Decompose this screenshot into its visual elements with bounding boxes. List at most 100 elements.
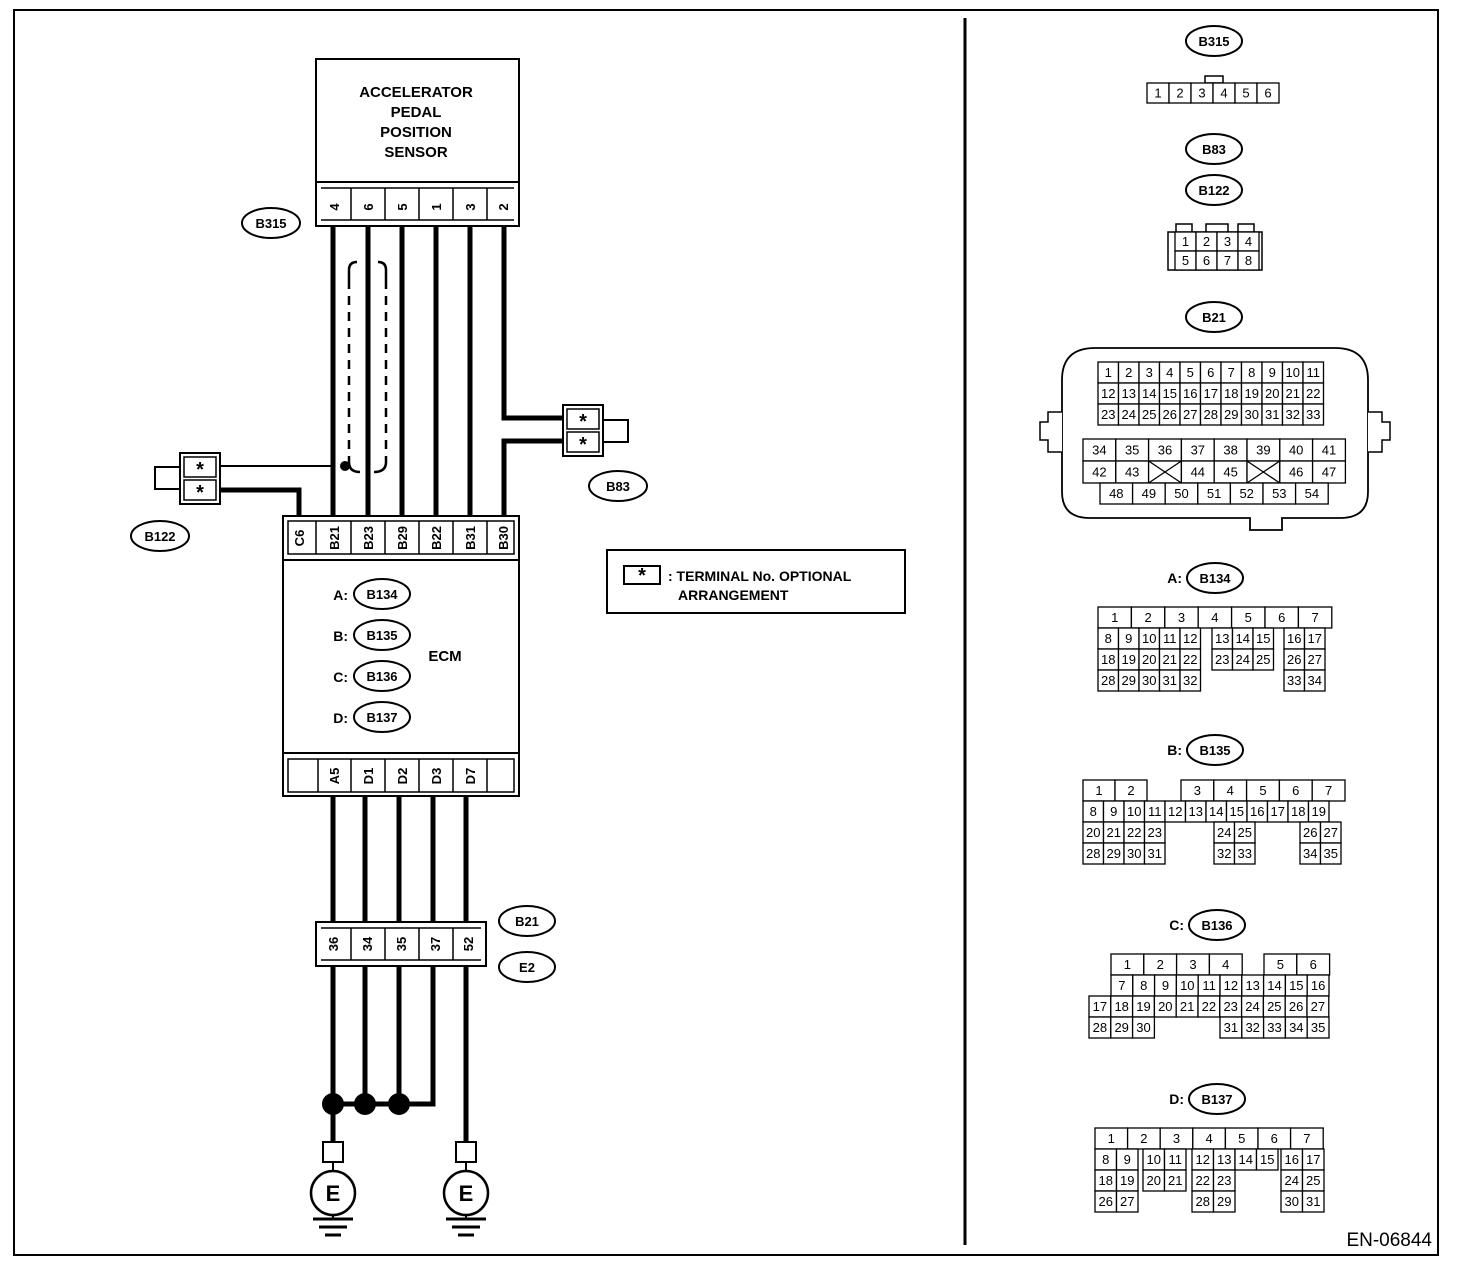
ecm-pin-b21: B21: [327, 526, 342, 550]
pin-26: 26: [1287, 652, 1301, 667]
pin-37: 37: [1191, 443, 1205, 458]
pin-16: 16: [1183, 386, 1197, 401]
pin-21: 21: [1286, 386, 1300, 401]
pin-cell: [1302, 403, 1325, 426]
pin-6: 6: [1310, 957, 1317, 972]
pin-24: 24: [1122, 407, 1136, 422]
pin-44: 44: [1191, 465, 1205, 480]
pin-32: 32: [1245, 1020, 1259, 1035]
view-b83-label: B83: [1202, 142, 1226, 157]
ground-symbol-right-label: E: [459, 1181, 474, 1206]
pin-3: 3: [1194, 783, 1201, 798]
pin-30: 30: [1245, 407, 1259, 422]
view-b136-prefix: C:: [1169, 917, 1184, 933]
pin-28: 28: [1093, 1020, 1107, 1035]
pin-25: 25: [1142, 407, 1156, 422]
pin-29: 29: [1224, 407, 1238, 422]
pin-54: 54: [1305, 486, 1319, 501]
pin-11: 11: [1169, 1152, 1183, 1167]
pin-cell: [1179, 669, 1202, 692]
pin-cell: [1163, 1169, 1187, 1192]
pin-22: 22: [1196, 1173, 1210, 1188]
svg-text:B122: B122: [144, 529, 175, 544]
pin-27: 27: [1324, 825, 1338, 840]
pin-7: 7: [1118, 978, 1125, 993]
sensor-pin-2: 2: [496, 203, 511, 210]
ecm-pin-c6: C6: [292, 530, 307, 547]
pin-47: 47: [1322, 465, 1336, 480]
view-b21-label: B21: [1202, 310, 1226, 325]
sensor-pin-5: 5: [395, 203, 410, 210]
pin-20: 20: [1142, 652, 1156, 667]
pin-29: 29: [1217, 1194, 1231, 1209]
pin-34: 34: [1289, 1020, 1303, 1035]
pin-14: 14: [1239, 1152, 1253, 1167]
pin-38: 38: [1223, 443, 1237, 458]
pin-22: 22: [1183, 652, 1197, 667]
ground-connector-b21-e2: 36 34 35 37 52: [315, 921, 487, 967]
pin-24: 24: [1217, 825, 1231, 840]
ecm-connector-a-id: B134: [366, 587, 398, 602]
pin-5: 5: [1245, 610, 1252, 625]
pin-4: 4: [1166, 365, 1173, 380]
blank-pin-cross: [1148, 460, 1182, 484]
pin-10: 10: [1286, 365, 1300, 380]
pin-4: 4: [1227, 783, 1234, 798]
pin-20: 20: [1086, 825, 1100, 840]
accelerator-pedal-position-sensor: ACCELERATOR PEDAL POSITION SENSOR: [315, 58, 520, 183]
harness-connector-b83: * *: [562, 404, 629, 457]
pin-18: 18: [1291, 804, 1305, 819]
pin-31: 31: [1306, 1194, 1320, 1209]
pin-18: 18: [1101, 652, 1115, 667]
pin-12: 12: [1183, 631, 1197, 646]
pin-1: 1: [1154, 86, 1161, 101]
pin-19: 19: [1312, 804, 1326, 819]
pin-22: 22: [1306, 386, 1320, 401]
b122-optional-pin-2: *: [196, 482, 204, 504]
pin-cell: [1311, 460, 1347, 484]
ecm-connector-c-id: B136: [366, 669, 397, 684]
ground-pin-35: 35: [394, 937, 409, 951]
pin-51: 51: [1207, 486, 1221, 501]
pin-9: 9: [1269, 365, 1276, 380]
pin-42: 42: [1092, 465, 1106, 480]
pin-19: 19: [1122, 652, 1136, 667]
b83-optional-pin-1: *: [579, 411, 587, 433]
sensor-pin-3: 3: [463, 203, 478, 210]
pin-20: 20: [1158, 999, 1172, 1014]
pin-14: 14: [1209, 804, 1223, 819]
view-b122-label: B122: [1198, 183, 1229, 198]
pin-34: 34: [1308, 673, 1322, 688]
b83-optional-pin-2: *: [579, 434, 587, 456]
pin-2: 2: [1125, 365, 1132, 380]
ecm-pin-d3: D3: [429, 768, 444, 785]
pin-33: 33: [1287, 673, 1301, 688]
pin-5: 5: [1238, 1131, 1245, 1146]
view-b135-prefix: B:: [1167, 742, 1182, 758]
pin-16: 16: [1287, 631, 1301, 646]
ecm-connector-a-prefix: A:: [333, 587, 348, 603]
pin-cell: [1294, 482, 1329, 505]
svg-text:B315: B315: [255, 216, 286, 231]
pin-19: 19: [1120, 1173, 1134, 1188]
pin-13: 13: [1215, 631, 1229, 646]
pin-7: 7: [1311, 610, 1318, 625]
ground-symbol-left-label: E: [326, 1181, 341, 1206]
pin-2: 2: [1176, 86, 1183, 101]
pin-39: 39: [1256, 443, 1270, 458]
pin-2: 2: [1203, 234, 1210, 249]
pin-cell: [1233, 842, 1256, 865]
pin-34: 34: [1092, 443, 1106, 458]
pin-9: 9: [1110, 804, 1117, 819]
pin-46: 46: [1289, 465, 1303, 480]
view-b134-label: B134: [1199, 571, 1231, 586]
pin-27: 27: [1120, 1194, 1134, 1209]
pin-52: 52: [1239, 486, 1253, 501]
pin-14: 14: [1267, 978, 1281, 993]
pin-13: 13: [1189, 804, 1203, 819]
